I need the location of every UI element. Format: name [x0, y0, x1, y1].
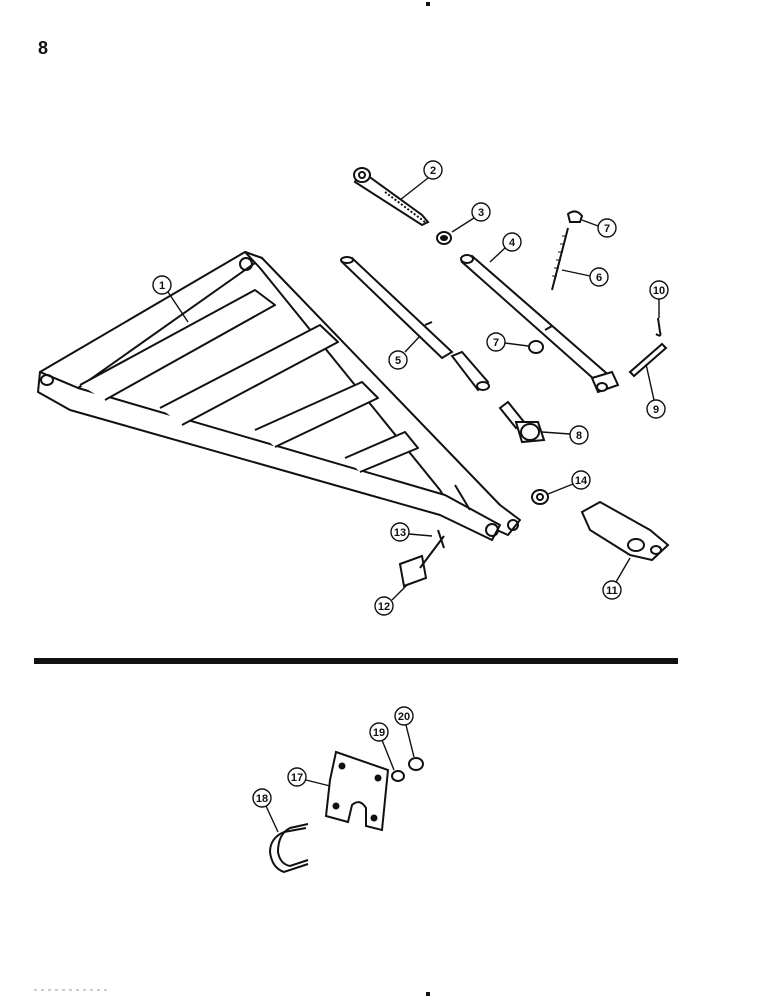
- callout-7-top-label: 7: [604, 223, 610, 235]
- callout-12-label: 12: [378, 601, 390, 613]
- callout-8: [569, 425, 589, 445]
- part-17-plate: [324, 750, 390, 832]
- callout-19: [369, 722, 389, 742]
- callout-9: [646, 399, 666, 419]
- callout-7-middle-label: 7: [493, 337, 499, 349]
- a-frame-drawbar: [37, 251, 521, 541]
- callout-14: [571, 470, 591, 490]
- callout-4-label: 4: [509, 237, 516, 249]
- part-9-pin: [628, 342, 668, 378]
- callout-4: [502, 232, 522, 252]
- part-6-threaded-rod: [551, 227, 569, 291]
- callout-1: [152, 275, 172, 295]
- callout-18: [252, 788, 272, 808]
- callout-20-label: 20: [398, 711, 410, 723]
- part-20-nut: [408, 757, 424, 771]
- part-7-cap-nut: [566, 210, 584, 223]
- callout-20: [394, 706, 414, 726]
- part-10-cotter-pin: [655, 317, 662, 337]
- part-18-u-bolt: [268, 823, 309, 874]
- part-13-cotter-pin: [437, 529, 445, 549]
- callout-8-label: 8: [576, 430, 582, 442]
- callout-10-label: 10: [653, 285, 665, 297]
- callout-6-label: 6: [596, 272, 602, 284]
- callout-12: [374, 596, 394, 616]
- callout-14-label: 14: [575, 475, 588, 487]
- section-divider: [34, 658, 678, 664]
- part-12-bolt: [398, 535, 445, 588]
- front-eye-hole: [40, 374, 54, 386]
- top-registration-mark: [426, 2, 430, 6]
- callout-3: [471, 202, 491, 222]
- callout-9-label: 9: [653, 404, 659, 416]
- callout-19-label: 19: [373, 727, 385, 739]
- rear-eye-hole-2: [507, 519, 519, 531]
- callout-11: [602, 580, 622, 600]
- part-14-nut: [531, 489, 549, 505]
- page-number: 8: [38, 38, 49, 58]
- callout-2-label: 2: [430, 165, 436, 177]
- part-11-clevis: [580, 500, 670, 562]
- callout-1-label: 1: [159, 280, 165, 292]
- callout-7-top: [597, 218, 617, 238]
- part-7-nut: [528, 340, 544, 354]
- callout-6: [589, 267, 609, 287]
- part-2-eye-bolt: [353, 167, 430, 227]
- part-3-nut: [436, 231, 452, 245]
- callout-5: [388, 350, 408, 370]
- callout-18-label: 18: [256, 793, 268, 805]
- top-eye-hole: [239, 257, 253, 271]
- callout-17: [287, 767, 307, 787]
- callout-3-label: 3: [478, 207, 484, 219]
- part-19-lock-washer: [391, 770, 405, 782]
- callout-2: [423, 160, 443, 180]
- part-5-tube: [340, 256, 490, 392]
- callout-10: [649, 280, 669, 300]
- callout-13-label: 13: [394, 527, 406, 539]
- callout-13: [390, 522, 410, 542]
- rear-eye-hole-1: [485, 523, 499, 537]
- bottom-registration-mark: [426, 992, 430, 996]
- callout-5-label: 5: [395, 355, 401, 367]
- part-4-tube: [460, 254, 620, 394]
- callout-17-label: 17: [291, 772, 303, 784]
- part-8-bolt: [498, 400, 546, 444]
- callout-11-label: 11: [606, 585, 618, 597]
- callout-7-middle: [486, 332, 506, 352]
